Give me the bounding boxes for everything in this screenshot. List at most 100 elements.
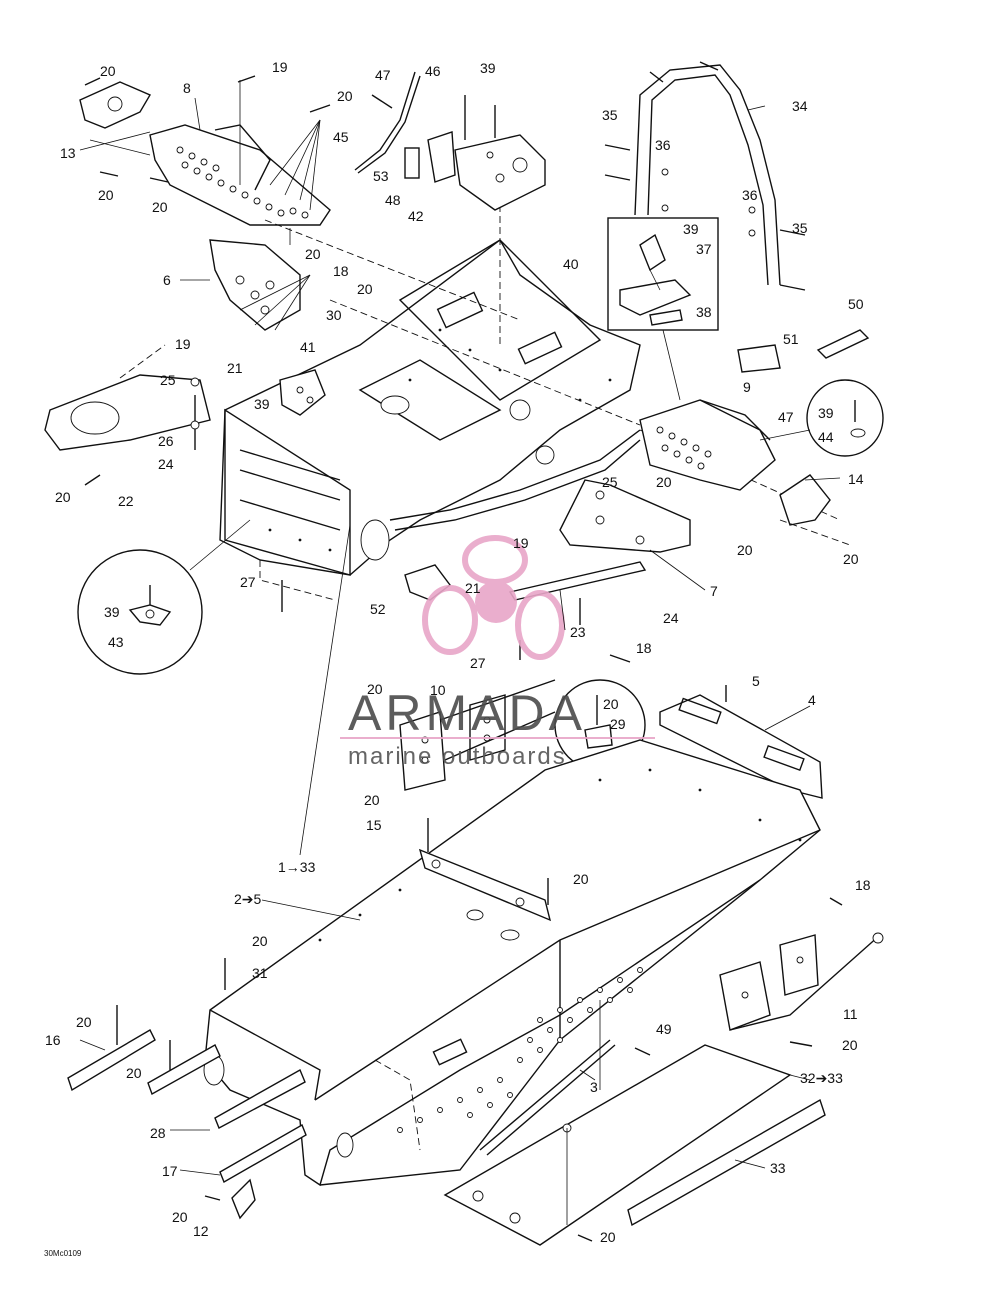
callout-44: 44	[818, 429, 834, 445]
callout-2-5: 2➔5	[234, 891, 262, 907]
part-50-51	[737, 329, 870, 373]
part-bracket-14	[779, 474, 851, 546]
callout-39: 39	[683, 221, 699, 237]
callout-22: 22	[118, 493, 134, 509]
callout-36: 36	[655, 137, 671, 153]
callout-39: 39	[254, 396, 270, 412]
callout-24: 24	[663, 610, 679, 626]
callout-31: 31	[252, 965, 268, 981]
bolt-group-top-left	[84, 75, 331, 211]
propeller-icon	[422, 535, 565, 660]
callout-20: 20	[152, 199, 168, 215]
callout-20: 20	[603, 696, 619, 712]
callout-20: 20	[367, 681, 383, 697]
callout-53: 53	[373, 168, 389, 184]
callout-34: 34	[792, 98, 808, 114]
part-strip-16	[67, 1029, 156, 1092]
part-strap-46-45	[354, 71, 421, 174]
callout-19: 19	[272, 59, 288, 75]
callout-20: 20	[98, 187, 114, 203]
callout-labels: 20 19 8 20 47 46 39 13 45 53 48 42 20 20…	[44, 59, 871, 1258]
callout-52: 52	[370, 601, 386, 617]
callout-7: 7	[710, 583, 718, 599]
callout-40: 40	[563, 256, 579, 272]
callout-12: 12	[193, 1223, 209, 1239]
callout-8: 8	[183, 80, 191, 96]
callout-20: 20	[364, 792, 380, 808]
part-bracket-48-53	[404, 131, 456, 183]
callout-49: 49	[656, 1021, 672, 1037]
watermark-brand: ARMADA	[348, 685, 586, 741]
callout-20: 20	[573, 871, 589, 887]
part-bracket-41	[279, 369, 326, 416]
callout-28: 28	[150, 1125, 166, 1141]
callout-20: 20	[126, 1065, 142, 1081]
callout-39: 39	[104, 604, 120, 620]
part-bracket-52	[404, 564, 451, 601]
callout-20: 20	[337, 88, 353, 104]
callout-4: 4	[808, 692, 816, 708]
callout-20: 20	[357, 281, 373, 297]
callout-20: 20	[172, 1209, 188, 1225]
callout-15: 15	[366, 817, 382, 833]
part-steering-support-8	[79, 81, 331, 226]
callout-27: 27	[240, 574, 256, 590]
callout-25: 25	[160, 372, 176, 388]
label-leaders	[79, 97, 841, 1176]
callout-17: 17	[162, 1163, 178, 1179]
callout-27: 27	[470, 655, 486, 671]
callout-3: 3	[590, 1079, 598, 1095]
part-plate-32	[443, 1044, 792, 1246]
callout-35: 35	[602, 107, 618, 123]
part-hoop-34	[604, 61, 806, 291]
callout-33: 33	[770, 1160, 786, 1176]
callout-43: 43	[108, 634, 124, 650]
callout-16: 16	[45, 1032, 61, 1048]
callout-13: 13	[60, 145, 76, 161]
callout-24: 24	[158, 456, 174, 472]
part-strip-33	[627, 1098, 826, 1227]
leader-lines	[116, 524, 843, 1242]
detail-circle-43	[77, 519, 251, 675]
callout-30: 30	[326, 307, 342, 323]
watermark-logo: ARMADA marine outboards	[340, 535, 655, 770]
callout-32-33: 32➔33	[800, 1070, 843, 1086]
callout-46: 46	[425, 63, 441, 79]
callout-18: 18	[333, 263, 349, 279]
watermark-tagline: marine outboards	[348, 743, 567, 770]
callout-20: 20	[737, 542, 753, 558]
callout-23: 23	[570, 624, 586, 640]
callout-6: 6	[163, 272, 171, 288]
callout-41: 41	[300, 339, 316, 355]
callout-11: 11	[843, 1006, 858, 1022]
callout-19: 19	[513, 535, 529, 551]
part-bracket-11	[719, 932, 884, 1031]
callout-20: 20	[252, 933, 268, 949]
callout-47: 47	[778, 409, 794, 425]
callout-50: 50	[848, 296, 864, 312]
callout-18: 18	[855, 877, 871, 893]
detail-circle-44	[759, 379, 884, 457]
callout-10: 10	[430, 682, 446, 698]
callout-39: 39	[480, 60, 496, 76]
part-panel-4	[659, 694, 823, 799]
callout-14: 14	[848, 471, 864, 487]
callout-20: 20	[842, 1037, 858, 1053]
callout-9: 9	[743, 379, 751, 395]
callout-18: 18	[636, 640, 652, 656]
callout-19: 19	[175, 336, 191, 352]
drawing-code: 30Mc0109	[44, 1249, 82, 1258]
callout-20: 20	[600, 1229, 616, 1245]
part-tunnel-main	[203, 739, 821, 1187]
callout-20: 20	[76, 1014, 92, 1030]
part-plate-22	[44, 344, 211, 486]
part-main-frame	[219, 238, 641, 576]
callout-38: 38	[696, 304, 712, 320]
callout-25: 25	[602, 474, 618, 490]
callout-21: 21	[465, 580, 481, 596]
part-bracket-10	[399, 679, 556, 791]
callout-1-33: 1→33	[278, 859, 316, 875]
callout-21: 21	[227, 360, 243, 376]
part-strip-17	[219, 1123, 307, 1184]
